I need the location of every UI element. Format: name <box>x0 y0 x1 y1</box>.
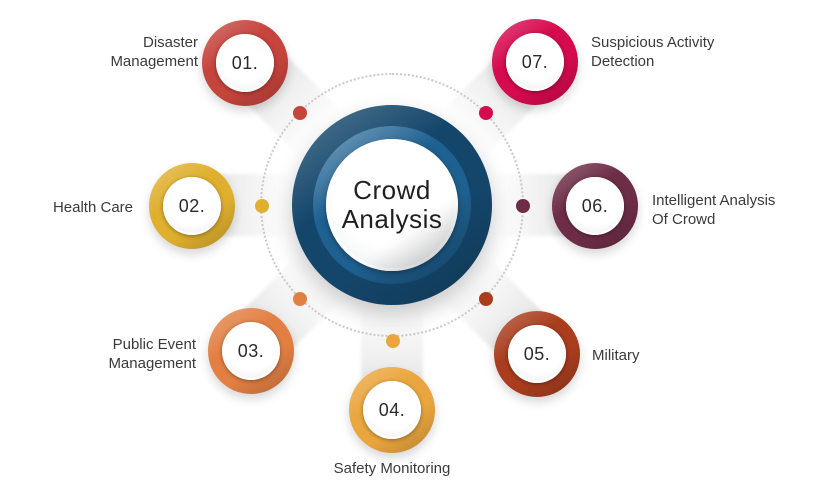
item-number: 05. <box>523 343 551 364</box>
item-circle-public-event-management: 03. <box>208 308 294 394</box>
item-circle-suspicious-activity: 07. <box>492 19 578 105</box>
item-label-intelligent-analysis: Intelligent Analysis Of Crowd <box>652 192 776 228</box>
item-circle-health-care: 02. <box>149 163 235 249</box>
center-hub-core: Crowd Analysis <box>326 139 458 271</box>
item-number: 06. <box>581 195 609 216</box>
center-title: Crowd Analysis <box>342 176 443 234</box>
item-number: 07. <box>521 51 549 72</box>
connector-dot-military <box>479 292 493 306</box>
item-circle-core: 03. <box>222 322 280 380</box>
item-circle-core: 02. <box>163 177 221 235</box>
item-label-safety-monitoring: Safety Monitoring <box>333 460 451 477</box>
center-title-line1: Crowd <box>353 175 431 205</box>
item-circle-core: 07. <box>506 33 564 91</box>
item-number: 04. <box>378 399 406 420</box>
item-number: 01. <box>231 52 259 73</box>
item-label-military: Military <box>592 347 640 364</box>
item-label-suspicious-activity: Suspicious Activity Detection <box>591 34 715 70</box>
item-circle-safety-monitoring: 04. <box>349 367 435 453</box>
center-title-line2: Analysis <box>341 204 443 234</box>
connector-dot-public-event-management <box>293 292 307 306</box>
item-circle-core: 05. <box>508 325 566 383</box>
item-circle-military: 05. <box>494 311 580 397</box>
center-hub-outer-ring: Crowd Analysis <box>292 105 492 305</box>
center-hub-blue-ring: Crowd Analysis <box>313 126 471 284</box>
item-number: 02. <box>178 195 206 216</box>
item-circle-core: 04. <box>363 381 421 439</box>
item-circle-core: 01. <box>216 34 274 92</box>
connector-dot-intelligent-analysis <box>516 199 530 213</box>
connector-dot-suspicious-activity <box>479 106 493 120</box>
item-circle-disaster-management: 01. <box>202 20 288 106</box>
item-circle-core: 06. <box>566 177 624 235</box>
connector-dot-disaster-management <box>293 106 307 120</box>
item-label-disaster-management: Disaster Management <box>110 34 198 70</box>
connector-dot-health-care <box>255 199 269 213</box>
item-label-health-care: Health Care <box>52 199 133 216</box>
connector-dot-safety-monitoring <box>386 334 400 348</box>
item-number: 03. <box>237 340 265 361</box>
item-label-public-event-management: Public Event Management <box>108 336 196 372</box>
item-circle-intelligent-analysis: 06. <box>552 163 638 249</box>
